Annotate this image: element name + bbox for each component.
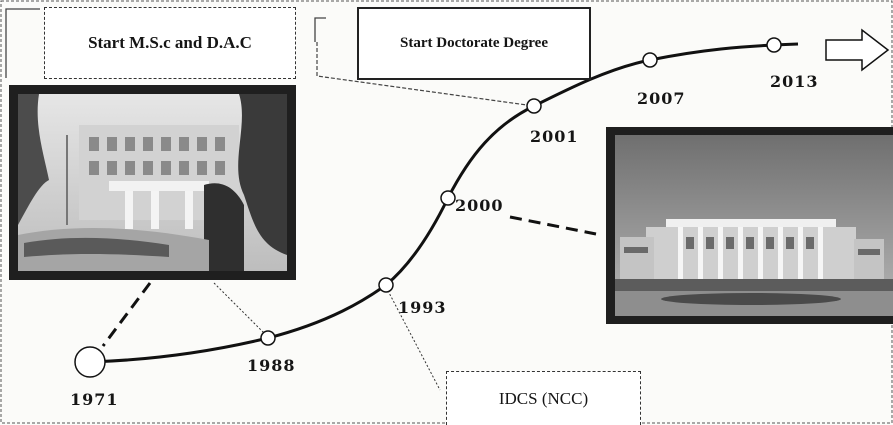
arrow-right-icon bbox=[825, 28, 890, 72]
bracket-doctorate bbox=[314, 17, 326, 42]
node-2013 bbox=[766, 37, 782, 53]
node-2007 bbox=[642, 52, 658, 68]
idcs-label: IDCS (NCC) bbox=[498, 388, 589, 408]
year-2007: 2007 bbox=[637, 89, 686, 108]
bracket-msc bbox=[5, 8, 40, 78]
node-1988 bbox=[260, 330, 276, 346]
year-1993: 1993 bbox=[398, 298, 447, 317]
new-campus-building-photo bbox=[606, 127, 893, 324]
msc-dac-label-box: Start M.S.c and D.A.C bbox=[44, 7, 296, 79]
leader-idcs bbox=[385, 286, 441, 391]
leader-old-photo bbox=[101, 282, 152, 347]
leader-1988 bbox=[213, 282, 268, 337]
year-2013: 2013 bbox=[770, 72, 819, 91]
connector-doctorate bbox=[316, 42, 535, 107]
old-campus-building-photo bbox=[9, 85, 296, 280]
year-1971: 1971 bbox=[70, 390, 119, 409]
year-1988: 1988 bbox=[247, 356, 296, 375]
node-2001 bbox=[526, 98, 542, 114]
node-1993 bbox=[378, 277, 394, 293]
node-2000 bbox=[440, 190, 456, 206]
year-2000: 2000 bbox=[455, 196, 504, 215]
msc-dac-label: Start M.S.c and D.A.C bbox=[88, 33, 252, 52]
doctorate-label: Start Doctorate Degree bbox=[400, 35, 548, 51]
idcs-label-box: IDCS (NCC) bbox=[446, 371, 641, 425]
doctorate-label-box: Start Doctorate Degree bbox=[357, 7, 591, 80]
leader-new-photo bbox=[509, 215, 597, 236]
year-2001: 2001 bbox=[530, 127, 579, 146]
node-1971 bbox=[74, 346, 106, 378]
